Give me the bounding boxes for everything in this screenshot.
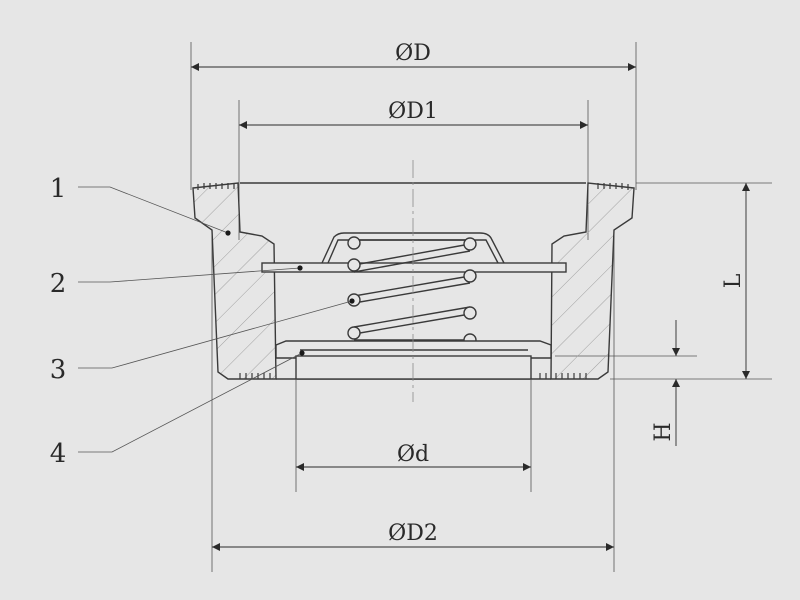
extension-lines [190,42,772,572]
callout-3: 3 [50,355,67,385]
valve-disc [275,340,552,380]
callout-4: 4 [50,439,67,469]
label-seat-height: H [651,422,676,441]
label-outer-diameter: ØD [395,41,431,66]
callout-2: 2 [50,269,67,299]
label-length: L [721,273,746,288]
spring-retainer [261,232,567,273]
spring [347,236,477,347]
label-flange-diameter: ØD1 [388,99,438,124]
dimension-lines [191,63,750,551]
label-body-diameter: ØD2 [388,521,438,546]
valve-body [192,182,635,380]
label-bore-diameter: Ød [397,442,429,467]
callout-leaders [78,186,353,453]
callout-1: 1 [50,174,67,204]
callout-dots [225,230,355,356]
